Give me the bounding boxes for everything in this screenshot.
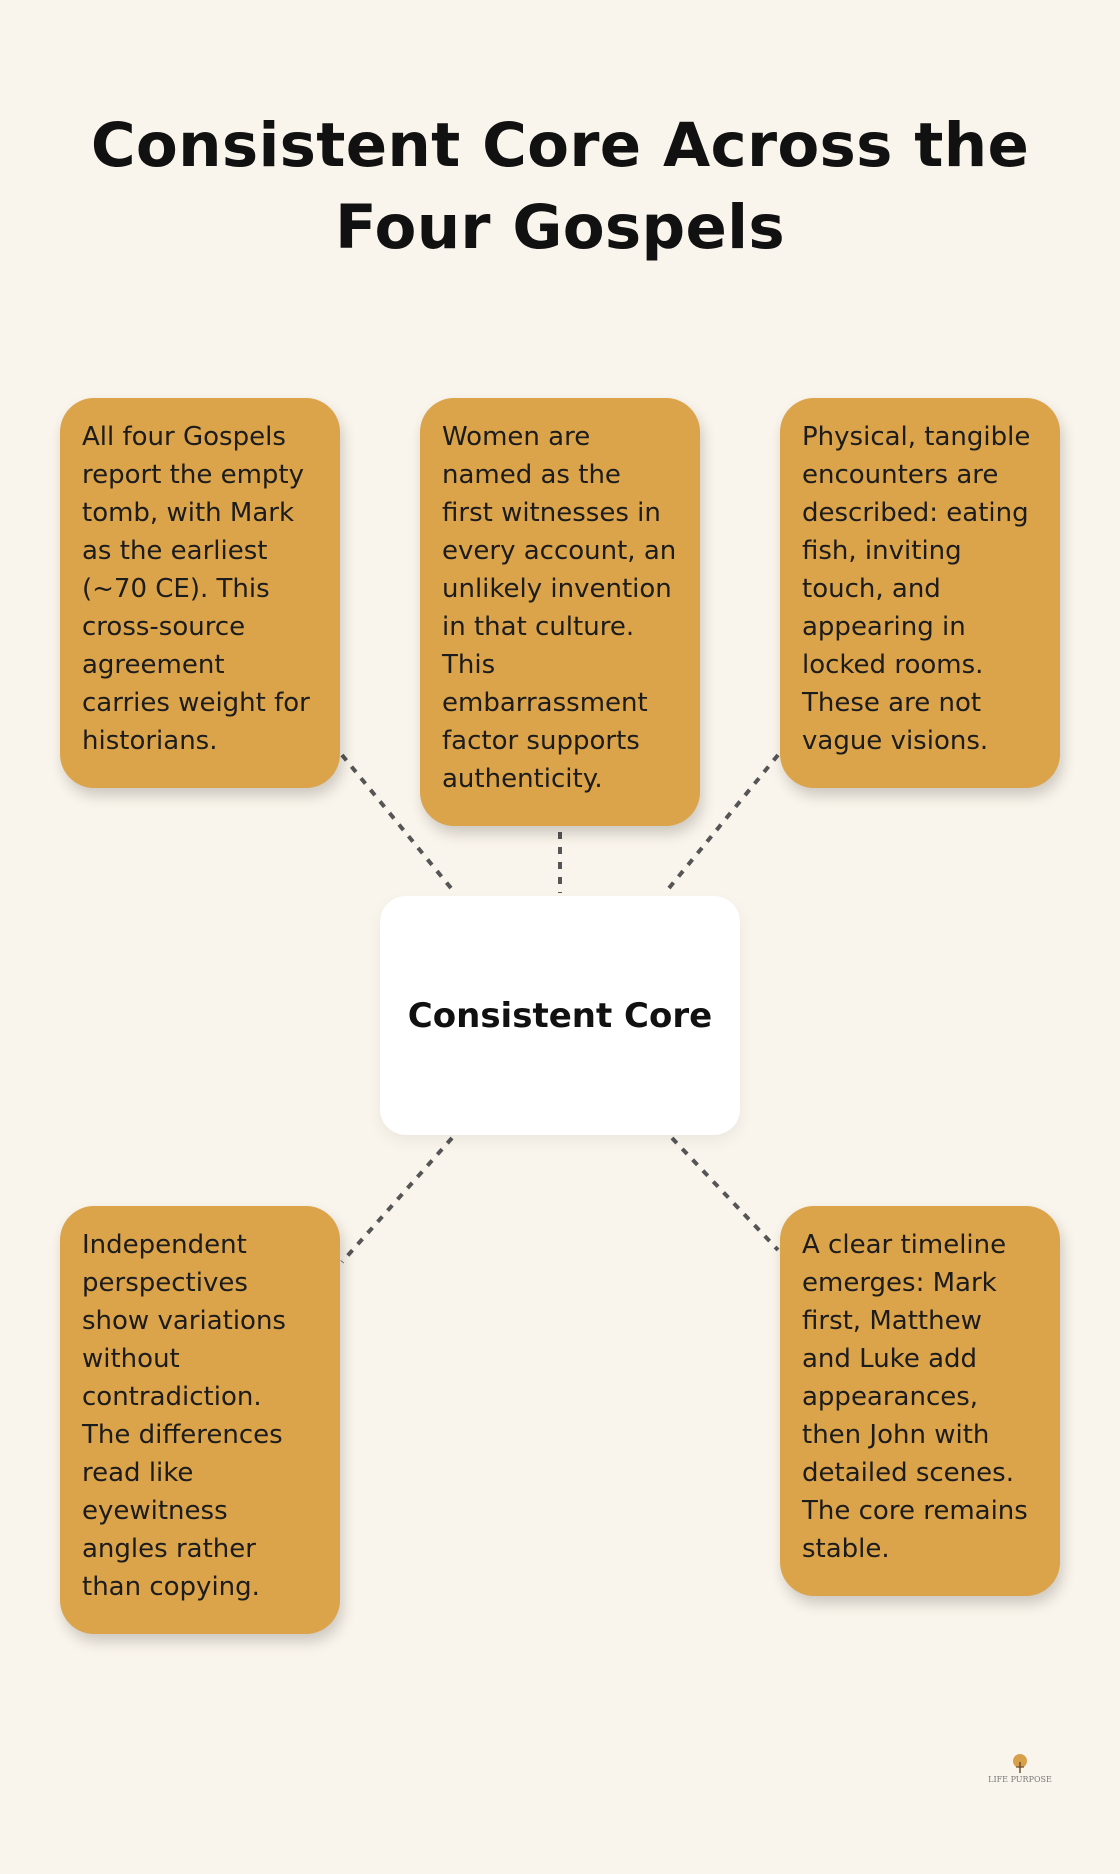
diagram-title: Consistent Core Across the Four Gospels bbox=[90, 110, 1030, 263]
connector-bottom-left bbox=[340, 1136, 454, 1264]
card-women-witnesses-text: Women are named as the first witnesses i… bbox=[442, 422, 677, 794]
card-empty-tomb: All four Gospels report the empty tomb, … bbox=[60, 398, 340, 788]
card-physical-encounters: Physical, tangible encounters are descri… bbox=[780, 398, 1060, 788]
card-women-witnesses: Women are named as the first witnesses i… bbox=[420, 398, 700, 826]
card-empty-tomb-text: All four Gospels report the empty tomb, … bbox=[82, 422, 310, 756]
card-physical-encounters-text: Physical, tangible encounters are descri… bbox=[802, 422, 1031, 756]
card-timeline: A clear timeline emerges: Mark first, Ma… bbox=[780, 1206, 1060, 1596]
center-node-label: Consistent Core bbox=[407, 995, 713, 1036]
tree-logo-icon bbox=[1013, 1754, 1027, 1773]
card-independent-perspectives-text: Independent perspectives show variations… bbox=[82, 1230, 286, 1602]
card-timeline-text: A clear timeline emerges: Mark first, Ma… bbox=[802, 1230, 1028, 1564]
connector-bottom-right bbox=[670, 1136, 780, 1252]
brand-logo: LIFE PURPOSE bbox=[988, 1752, 1052, 1788]
logo-text: LIFE PURPOSE bbox=[988, 1775, 1052, 1784]
card-independent-perspectives: Independent perspectives show variations… bbox=[60, 1206, 340, 1634]
center-node: Consistent Core bbox=[380, 896, 740, 1135]
